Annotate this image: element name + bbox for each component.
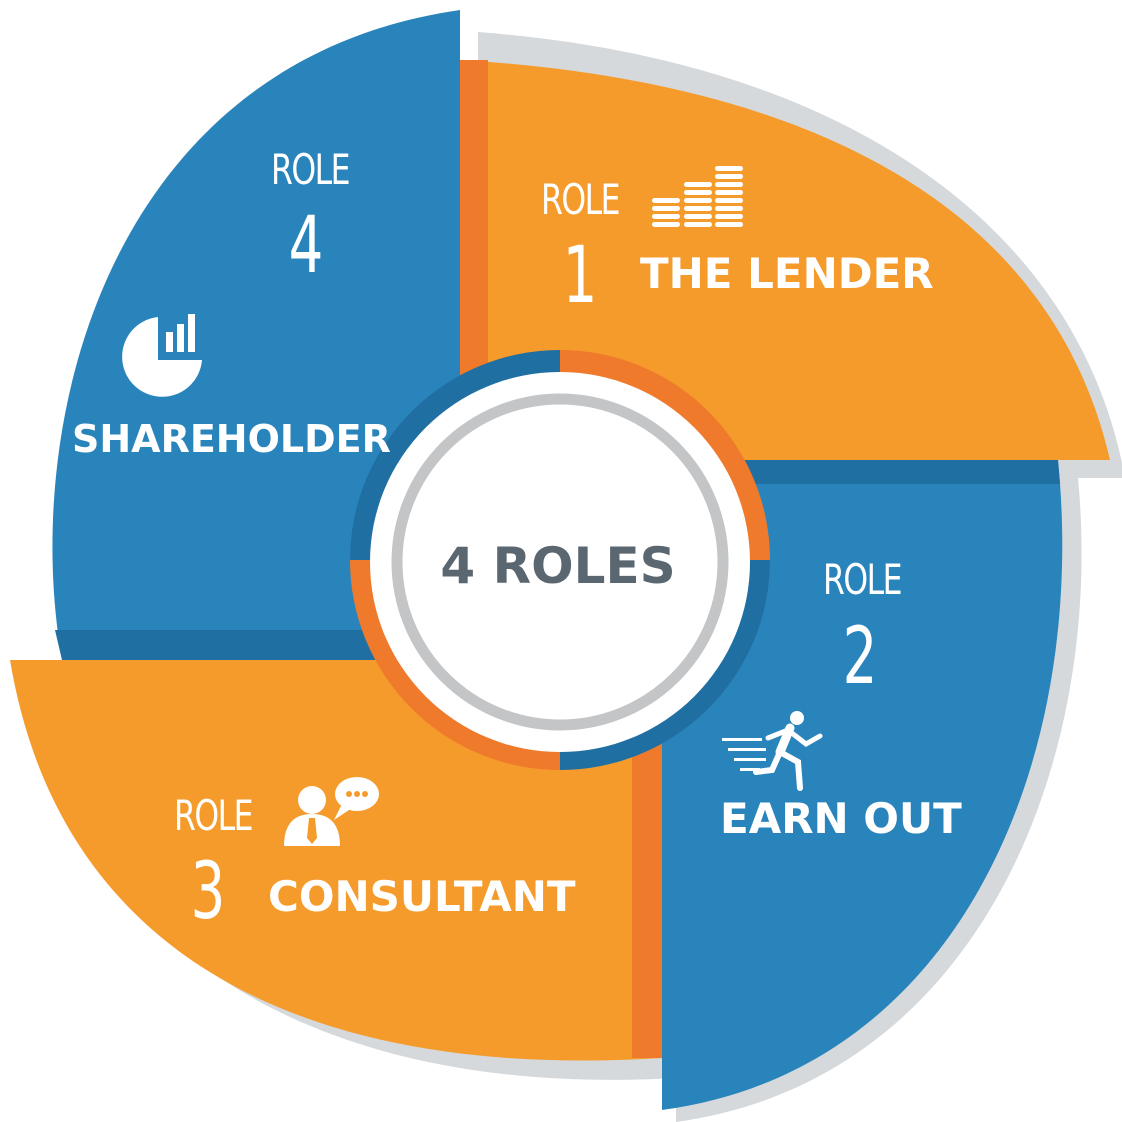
coin-stacks-icon (652, 166, 743, 227)
runner-arms (765, 727, 823, 748)
role-3-title: CONSULTANT (268, 872, 576, 921)
speed-line-3 (734, 758, 766, 761)
chat-dot-3 (362, 791, 368, 797)
segment-role-4-edge (55, 630, 460, 660)
role-1-number: 1 (563, 230, 598, 320)
role-4-title: SHAREHOLDER (72, 417, 391, 461)
role-2-block: ROLE 2 EARN OUT (720, 556, 962, 843)
coin-stack-1 (652, 198, 680, 227)
role-1-word: ROLE (541, 176, 619, 225)
segment-role-2-edge (662, 460, 1060, 484)
role-1-block: ROLE 1 THE LENDER (541, 166, 934, 321)
coin-stack-2 (684, 182, 712, 227)
coin-stack-3 (715, 166, 743, 227)
speed-line-1 (722, 738, 762, 741)
pie-chart-shape (122, 317, 202, 397)
consultant-tie (307, 818, 317, 844)
pie-bar-chart-icon (122, 314, 202, 397)
consultant-chat-icon (284, 777, 379, 846)
consultant-head (298, 786, 326, 814)
role-2-number: 2 (843, 611, 878, 701)
center-badge-outer (370, 372, 750, 752)
segment-role-3-edge (632, 660, 662, 1058)
chat-bubble-tail (334, 804, 352, 820)
center-badge-ring (391, 393, 729, 731)
runner-front-leg (777, 749, 803, 791)
role-2-word: ROLE (823, 556, 901, 605)
running-man-icon (722, 711, 823, 791)
center-label: 4 ROLES (440, 537, 675, 595)
speed-line-4 (740, 768, 760, 771)
role-3-block: ROLE 3 CONSULTANT (174, 777, 576, 937)
segment-role-4[interactable] (52, 10, 460, 660)
role-4-number: 4 (289, 200, 324, 290)
bar-2 (177, 324, 184, 352)
role-4-word: ROLE (271, 146, 349, 195)
segment-role-1-edge (460, 60, 488, 460)
bar-3 (188, 314, 195, 352)
role-1-title: THE LENDER (640, 249, 934, 298)
role-3-number: 3 (191, 846, 226, 936)
runner-head (790, 711, 804, 725)
role-3-word: ROLE (174, 792, 252, 841)
chat-dot-2 (354, 791, 360, 797)
runner-back-leg (753, 749, 783, 775)
role-2-title: EARN OUT (720, 794, 962, 843)
role-4-block: ROLE 4 SHAREHOLDER (72, 146, 391, 461)
speed-line-2 (728, 748, 766, 751)
segment-role-2[interactable] (662, 460, 1063, 1110)
chat-dot-1 (346, 791, 352, 797)
bar-1 (166, 332, 173, 352)
